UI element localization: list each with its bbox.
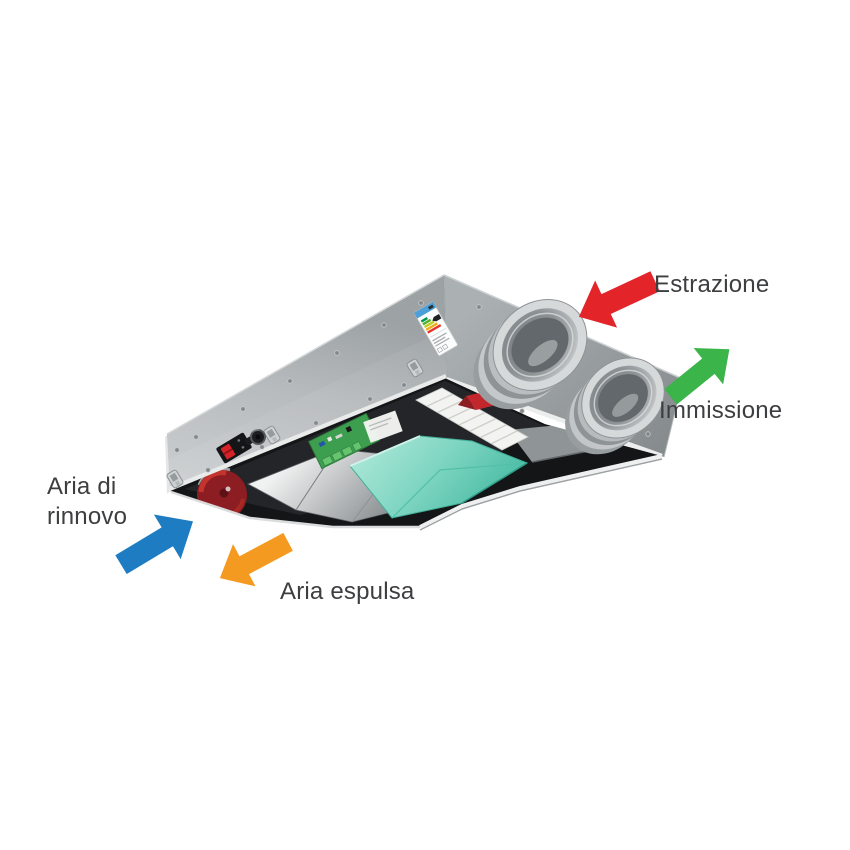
immissione-label: Immissione (659, 397, 783, 424)
pcb-terminal-blocks (321, 441, 363, 467)
aria-rinnovo-label: Aria di rinnovo (47, 472, 127, 532)
aria-rinnovo-line2: rinnovo (47, 503, 128, 530)
side-panel-bottom-rim (168, 374, 447, 491)
side-panel-top-edge (166, 274, 445, 435)
aria-rinnovo-arrow (115, 514, 194, 575)
latch-clip (263, 425, 281, 445)
end-panel-screws (476, 304, 651, 437)
aria-espulsa-arrow (219, 532, 293, 587)
control-pcb (307, 412, 381, 470)
duct-spigot-upper (473, 299, 588, 410)
filter-pleats (426, 393, 518, 445)
immissione-arrow (664, 348, 730, 405)
energy-label (413, 301, 458, 357)
estrazione-label: Estrazione (654, 271, 770, 298)
power-switch (216, 432, 252, 464)
estrazione-arrow (578, 271, 660, 328)
energy-class-marker (432, 314, 442, 322)
aria-espulsa-label: Aria espulsa (280, 578, 415, 605)
heat-exchanger (349, 435, 529, 519)
bottom-rim (170, 454, 663, 531)
latch-clip (166, 469, 184, 489)
latch-clip (406, 358, 424, 378)
duct-spigot-lower (565, 357, 665, 455)
side-panel-screws (174, 300, 424, 480)
side-panel (165, 274, 458, 494)
cable-gland (250, 429, 266, 445)
wiring-sticker (363, 410, 403, 443)
aria-rinnovo-line1: Aria di (47, 473, 117, 500)
flow-arrows (115, 271, 730, 587)
air-filter (415, 387, 529, 451)
